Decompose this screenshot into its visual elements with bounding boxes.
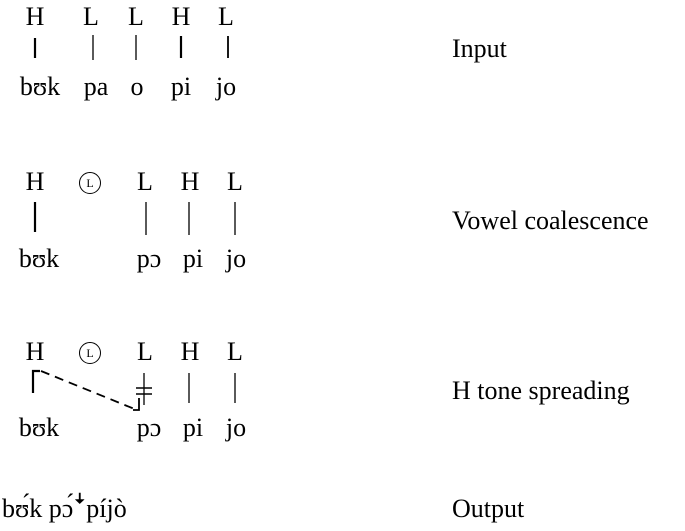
syllable-3-2: pɔ <box>136 413 162 442</box>
syllable-2-2: pɔ <box>136 244 162 273</box>
syllable-1-4: pi <box>170 72 192 101</box>
tone-3-3: L <box>137 337 153 366</box>
tone-1-2: L <box>83 2 99 31</box>
tone-2-3: L <box>137 167 153 196</box>
tone-1-1: H <box>25 2 45 31</box>
output-form: bʊ́k pɔ́ꜜpíjò <box>2 494 127 523</box>
syllable-2-3: pi <box>182 244 204 273</box>
stage-label-output: Output <box>452 494 525 523</box>
tone-3-1: H <box>25 337 45 366</box>
stage-label-h-tone-spreading: H tone spreading <box>452 376 630 405</box>
assoc-line-3-1 <box>31 369 40 393</box>
tone-1-4: H <box>171 2 191 31</box>
syllable-3-4: jo <box>225 413 247 442</box>
syllable-2-4: jo <box>225 244 247 273</box>
syllable-1-3: o <box>130 72 144 101</box>
tone-2-1: H <box>25 167 45 196</box>
tone-1-3: L <box>128 2 144 31</box>
syllable-2-1: bʊk <box>18 244 60 273</box>
tone-3-5: L <box>227 337 243 366</box>
syllable-1-1: bʊk <box>19 72 61 101</box>
tone-2-4: H <box>180 167 200 196</box>
spreading-dashed-line <box>40 370 138 411</box>
floating-tone-circle-3: L <box>79 342 101 364</box>
tone-1-5: L <box>218 2 234 31</box>
stage-label-input: Input <box>452 34 507 63</box>
spreading-hook <box>133 398 140 411</box>
tone-2-5: L <box>227 167 243 196</box>
syllable-3-3: pi <box>182 413 204 442</box>
tone-3-4: H <box>180 337 200 366</box>
syllable-1-2: pa <box>83 72 109 101</box>
syllable-1-5: jo <box>215 72 237 101</box>
syllable-3-1: bʊk <box>18 413 60 442</box>
stage-label-vowel-coalescence: Vowel coalescence <box>452 206 649 235</box>
floating-tone-circle-2: L <box>79 172 101 194</box>
